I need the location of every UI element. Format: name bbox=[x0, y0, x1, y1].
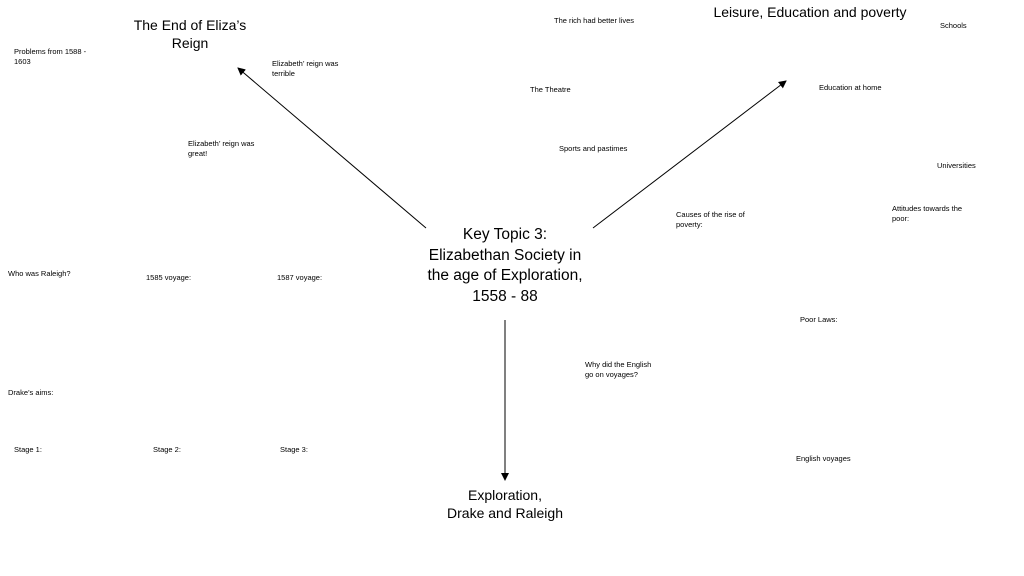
label-1585-voyage: 1585 voyage: bbox=[146, 273, 192, 282]
central-topic-line: Key Topic 3: bbox=[462, 226, 548, 243]
label-line: Causes of the rise of bbox=[676, 210, 745, 219]
heading-line: Exploration, bbox=[468, 487, 542, 503]
label-universities: Universities bbox=[937, 161, 976, 170]
heading-end-of-reign: The End of Eliza’s Reign bbox=[120, 16, 260, 52]
label-theatre: The Theatre bbox=[530, 85, 571, 94]
label-reign-terrible: Elizabeth’ reign was terrible bbox=[272, 59, 338, 79]
label-line: Elizabeth’ reign was bbox=[188, 139, 255, 148]
label-stage-3: Stage 3: bbox=[280, 445, 308, 454]
heading-leisure: Leisure, Education and poverty bbox=[713, 4, 907, 20]
label-line: 1603 bbox=[14, 57, 31, 66]
label-why-voyages: Why did the English go on voyages? bbox=[585, 360, 651, 380]
label-stage-1: Stage 1: bbox=[14, 445, 42, 454]
label-problems: Problems from 1588 - 1603 bbox=[14, 47, 86, 67]
label-stage-2: Stage 2: bbox=[153, 445, 181, 454]
arrow-to-leisure bbox=[592, 80, 787, 229]
arrow-to-end-of-reign bbox=[237, 67, 427, 229]
label-line: Elizabeth’ reign was bbox=[272, 59, 339, 68]
label-1587-voyage: 1587 voyage: bbox=[277, 273, 323, 282]
central-topic-line: Elizabethan Society in bbox=[428, 246, 582, 264]
label-line: Why did the English bbox=[585, 360, 652, 369]
heading-exploration: Exploration, Drake and Raleigh bbox=[430, 486, 580, 522]
heading-line: Drake and Raleigh bbox=[447, 505, 563, 521]
label-reign-great: Elizabeth’ reign was great! bbox=[188, 139, 254, 159]
label-line: great! bbox=[188, 149, 208, 158]
label-education-home: Education at home bbox=[819, 83, 882, 92]
label-sports: Sports and pastimes bbox=[559, 144, 628, 153]
heading-line: The End of Eliza’s bbox=[133, 17, 247, 33]
label-who-raleigh: Who was Raleigh? bbox=[8, 269, 71, 278]
label-line: Problems from 1588 - bbox=[14, 47, 87, 56]
central-topic: Key Topic 3: Elizabethan Society in the … bbox=[415, 225, 595, 307]
label-poor-laws: Poor Laws: bbox=[800, 315, 838, 324]
label-line: terrible bbox=[272, 69, 295, 78]
label-line: Attitudes towards the bbox=[892, 204, 963, 213]
label-line: poor: bbox=[892, 214, 910, 223]
heading-line: Reign bbox=[171, 35, 209, 51]
label-line: poverty: bbox=[676, 220, 703, 229]
label-attitudes-poor: Attitudes towards the poor: bbox=[892, 204, 962, 224]
label-line: go on voyages? bbox=[585, 370, 638, 379]
central-topic-line: the age of Exploration, bbox=[427, 267, 583, 284]
label-schools: Schools bbox=[940, 21, 967, 30]
label-rich-better: The rich had better lives bbox=[554, 16, 635, 25]
label-english-voyages: English voyages bbox=[796, 454, 851, 463]
label-causes-poverty: Causes of the rise of poverty: bbox=[676, 210, 745, 230]
label-drake-aims: Drake’s aims: bbox=[8, 388, 54, 397]
central-topic-line: 1558 - 88 bbox=[472, 287, 538, 305]
